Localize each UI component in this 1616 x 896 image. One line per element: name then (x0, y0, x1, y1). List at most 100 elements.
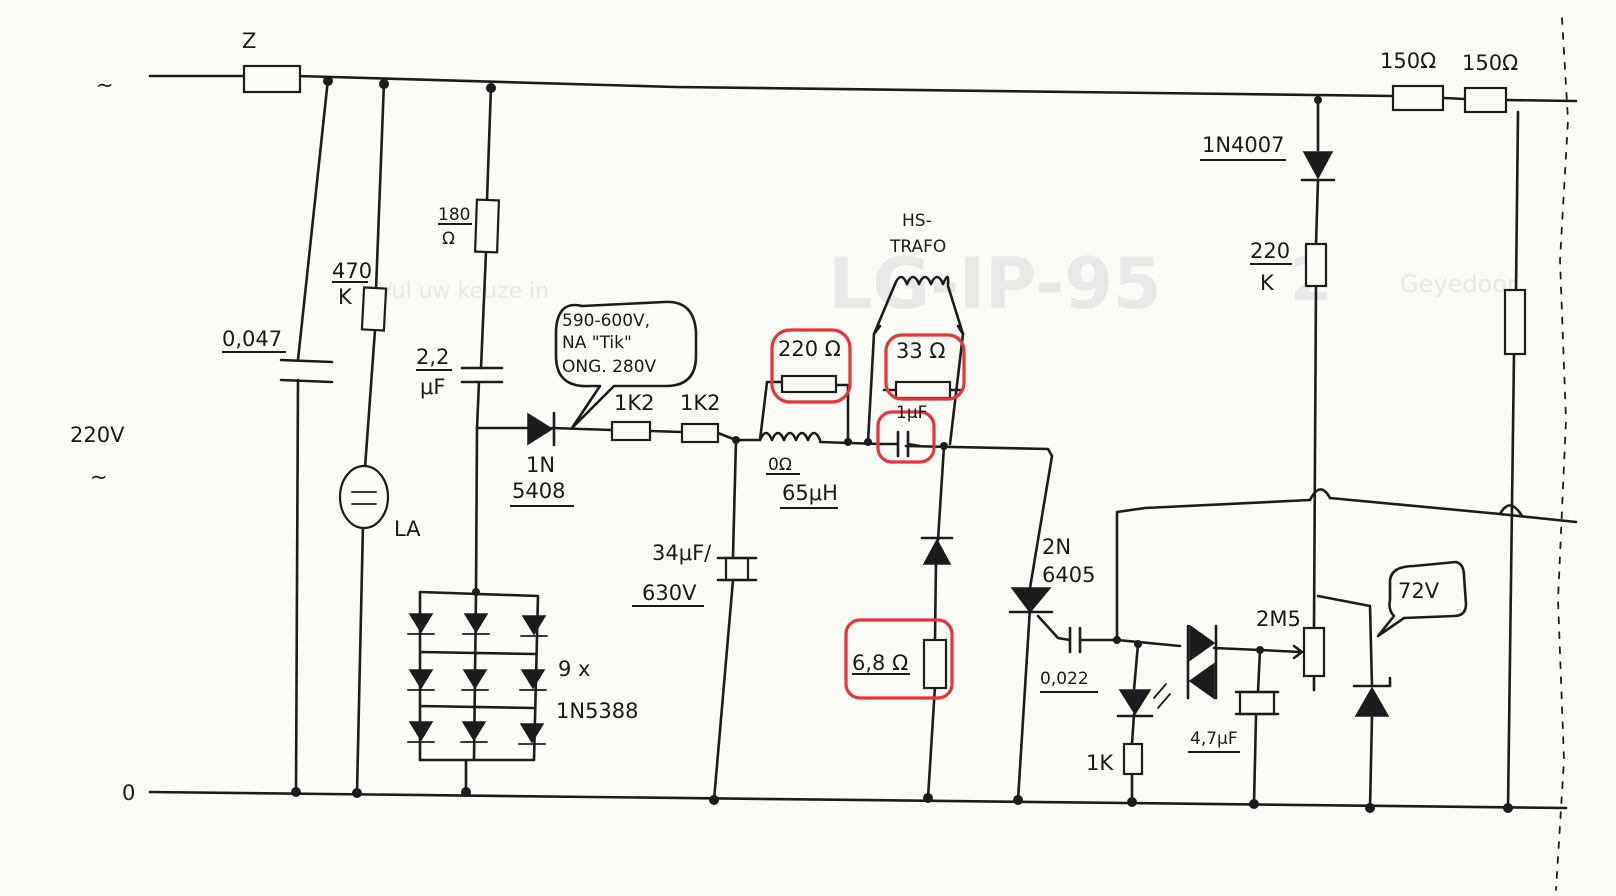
voltage-callout-bubble (554, 300, 698, 430)
right-vertical-wire (1506, 110, 1520, 810)
resistor-r3 (610, 420, 652, 442)
capacitor-0-022 (1068, 626, 1082, 654)
highlight-6-8-ohm (844, 618, 954, 700)
hs-trafo-winding (893, 275, 950, 286)
diode-1n5408 (527, 412, 554, 446)
led-branch-wire (1115, 638, 1182, 804)
label-r8: 150Ω (1462, 51, 1518, 75)
trafo-taps (872, 324, 965, 336)
snubber-branch-wire (926, 444, 946, 800)
capacitor-1uf (878, 430, 922, 458)
junction-dot (1013, 795, 1023, 805)
label-bubble-line3: ONG. 280V (562, 357, 657, 377)
junction-dot (709, 795, 719, 805)
gate-trigger-wire (1036, 496, 1578, 642)
junction-dot (323, 76, 333, 86)
zener-diode (461, 721, 487, 742)
junction-dot (864, 438, 872, 446)
junction-dot (486, 83, 496, 93)
junction-dot (461, 787, 471, 797)
zener-diode (408, 613, 434, 634)
label-c2-value: 2,2 (416, 345, 449, 369)
thyristor-2n6405 (1010, 587, 1052, 614)
zener-diode (408, 669, 434, 690)
top-rail-wire (148, 74, 1578, 103)
junction-dot (1127, 797, 1137, 807)
junction-dot (923, 793, 933, 803)
bg-print-word: Geyedoor (1400, 270, 1517, 298)
junction-dot (844, 438, 852, 446)
zener-diode (463, 613, 489, 634)
label-diode-type: 1N5388 (556, 699, 639, 723)
label-d1-number: 5408 (512, 479, 565, 503)
c3-branch-wire (712, 438, 738, 802)
label-fuse: Z (242, 29, 256, 53)
label-r-33: 33 Ω (896, 339, 945, 363)
neon-lamp (338, 464, 390, 530)
label-r-6-8: 6,8 Ω (852, 651, 908, 675)
bg-print-prompt: Vul uw keuze in (378, 279, 549, 304)
label-r3: 1K2 (614, 391, 655, 415)
label-r4: 1K2 (680, 391, 721, 415)
resistor-220k (1304, 242, 1328, 288)
label-bubble-line2: NA "Tik" (562, 333, 632, 353)
zener-diode (521, 615, 547, 636)
label-mains-symbol: ~ (90, 465, 108, 489)
r220-parallel-wire (758, 380, 850, 444)
label-thyristor-number: 6405 (1042, 563, 1095, 587)
thyristor-branch-wire (1016, 454, 1054, 802)
label-trafo-line2: TRAFO (889, 237, 946, 257)
junction-dot (1314, 96, 1322, 104)
label-r2-unit: Ω (442, 229, 455, 249)
c1-branch-wire (294, 77, 330, 794)
capacitor-4-7uf-plates (1234, 690, 1280, 716)
capacitor-c2 (460, 366, 504, 384)
lamp-electrodes (351, 491, 377, 505)
lamp-branch-wire (355, 80, 386, 795)
led-light-arrows (1153, 683, 1171, 709)
resistor-1k (1122, 742, 1144, 776)
label-coil-inductance: 65μH (782, 481, 838, 505)
page-tear-edge (1555, 17, 1569, 891)
resistor-right (1503, 288, 1527, 356)
junction-dot (352, 788, 362, 798)
label-diode-count: 9 x (558, 657, 590, 681)
label-lamp: LA (394, 517, 421, 541)
junction-dot (1249, 799, 1259, 809)
diac-wiring (1186, 624, 1262, 700)
label-r6-unit: K (1260, 271, 1275, 295)
bg-print-title: LG-IP-95 (828, 243, 1162, 325)
label-pot: 2M5 (1256, 607, 1301, 631)
label-diode-1n4007: 1N4007 (1202, 133, 1285, 157)
pot-wiper-arrow (1258, 644, 1304, 660)
resistor-33 (894, 380, 952, 400)
zener-diode-array (407, 588, 548, 797)
diode-1n4007 (1302, 151, 1334, 180)
label-r2-value: 180 (438, 205, 470, 225)
label-r1-unit: K (338, 285, 353, 309)
resistor-6-8 (922, 638, 948, 690)
label-c4: 0,022 (1040, 669, 1089, 689)
zener-voltage-bubble (1376, 560, 1468, 638)
label-c2-unit: μF (420, 375, 445, 399)
resistor-150-b (1463, 86, 1508, 114)
component-labels: Z ~ 0 220V ~ 0,047 470 K LA 180 Ω 2,2 μF… (70, 29, 1518, 805)
label-c5: 4,7μF (1190, 729, 1238, 749)
junction-dot (379, 79, 389, 89)
potentiometer-2m5 (1302, 626, 1326, 678)
label-d1-type: 1N (526, 453, 555, 477)
junction-dot (1365, 803, 1375, 813)
inductor-coil (758, 431, 822, 442)
highlight-1uf (876, 410, 936, 464)
resistor-150-a (1391, 84, 1445, 112)
label-bubble-line1: 590-600V, (562, 311, 650, 331)
zener-diode (462, 669, 488, 690)
resistor-r4 (680, 422, 720, 444)
capacitor-c3 (724, 556, 750, 582)
capacitor-c3-plates (716, 556, 758, 582)
resistor-r2 (473, 198, 501, 254)
ground-rail-wire (148, 790, 1568, 810)
zener-72v (1354, 686, 1390, 717)
